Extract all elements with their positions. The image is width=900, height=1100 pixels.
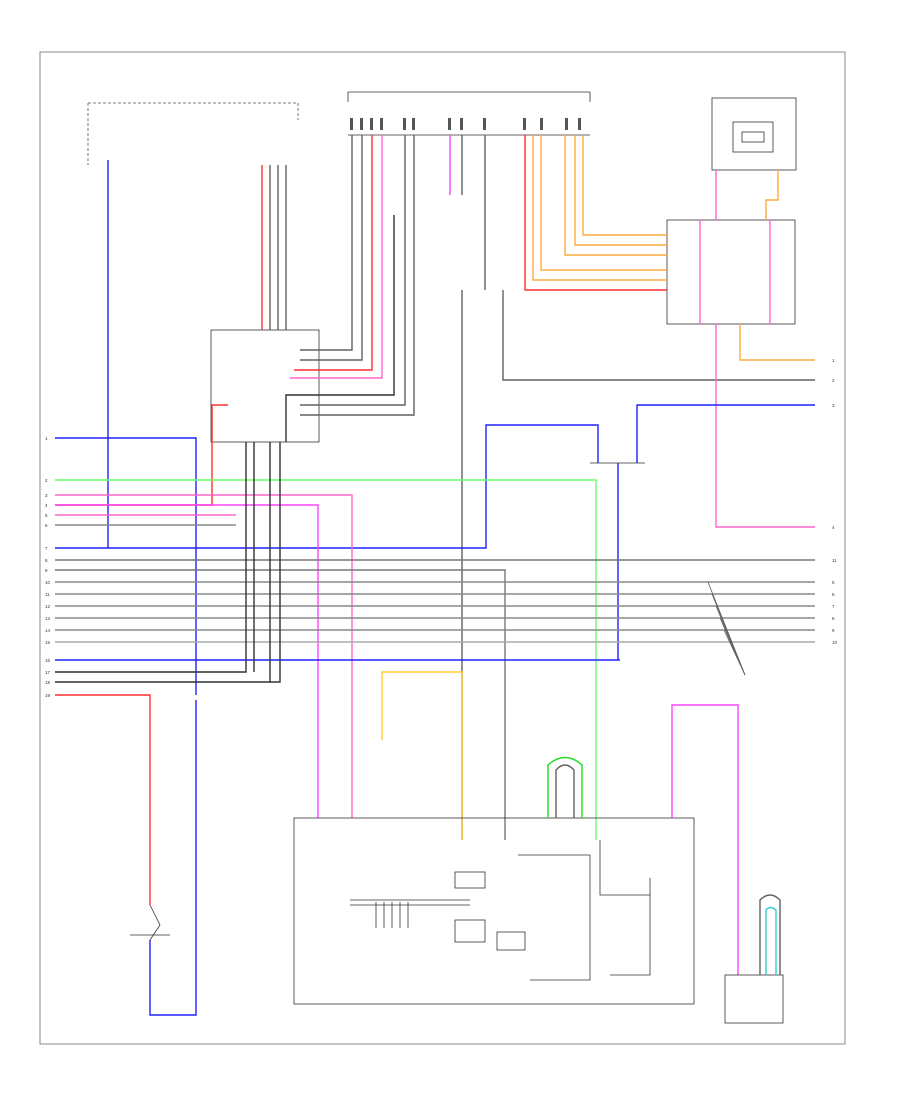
wire-black-1 [285,215,395,442]
diagram-frame [39,51,846,1045]
left-row-label: 12 [45,604,51,609]
diagonal-fan [707,581,746,676]
wire-magenta-row [55,504,319,818]
wire-red-left-bus [55,404,228,506]
wire-red-2 [294,135,373,371]
left-row-label: 16 [45,658,51,663]
left-row-label: 15 [45,640,51,645]
wire-orange-sensor [765,170,779,220]
left-row-label: 7 [45,546,48,551]
center-left-junction-box [210,329,320,443]
left-row-label: 2 [45,478,48,483]
left-row-label: 8 [45,558,48,563]
left-row-label: 1 [45,436,48,441]
bottom-right-component [724,894,784,1024]
wire-gray-4 [300,135,353,351]
left-row-label: 13 [45,616,51,621]
left-row-label: 3 [45,493,48,498]
green-loop-connector [547,756,583,818]
wire-blue-mid-loop [55,424,599,549]
right-row-label: 5 [832,580,835,585]
right-junction-box [666,219,796,325]
left-row-label: 17 [45,670,51,675]
top-center-connector [347,91,591,136]
right-row-label: 9 [832,628,835,633]
top-pin-marks [350,118,581,130]
left-row-labels: 1 2 3 4 5 6 7 8 9 10 11 12 13 14 15 16 1… [45,436,51,698]
right-row-label: 7 [832,604,835,609]
wire-gray-6 [300,135,406,406]
wire-red-right-1 [524,135,667,291]
left-row-label: 14 [45,628,51,633]
left-row-label: 11 [45,592,50,597]
right-row-label: 6 [832,592,835,597]
top-right-sensor [711,97,797,171]
wire-orange-right-5 [582,135,667,236]
wire-pink-row [55,494,353,818]
left-row-label: 6 [45,523,48,528]
wire-green-row [55,479,597,840]
wire-magenta-right [671,704,739,975]
right-row-label: 8 [832,616,835,621]
harness-left-block [87,102,299,165]
left-row-label: 18 [45,680,51,685]
left-row-label: 19 [45,693,51,698]
right-row-label: 10 [832,640,838,645]
wire-black-row-2 [55,442,281,683]
wire-orange-right-2 [540,135,667,271]
wire-blue-right-top [636,404,815,463]
wire-gray-row-3 [55,569,506,840]
right-row-label: 11 [832,558,837,563]
left-row-label: 9 [45,568,48,573]
right-row-label: 1 [832,358,835,363]
left-row-label: 5 [45,513,48,518]
right-row-label: 4 [832,525,835,530]
right-row-labels: 1 2 3 4 5 6 7 8 9 10 11 [832,358,838,645]
left-bottom-switch [130,700,197,1016]
left-row-label: 10 [45,580,51,585]
wire-blue-row-1 [55,437,197,695]
wire-red-bottom-row [55,694,151,905]
wire-pink-right-down [715,324,815,528]
left-row-label: 4 [45,503,48,508]
wire-gray-7 [300,135,415,416]
wire-gray-5 [300,135,363,361]
wire-yellow [381,671,463,840]
wire-orange-right-out [739,324,815,361]
wire-gray-center-4 [502,290,815,381]
wire-black-row [55,442,247,673]
wire-orange-right-3 [564,135,667,256]
right-row-label: 2 [832,378,835,383]
right-row-label: 3 [832,403,835,408]
main-module [293,817,695,1005]
wire-pink-1 [290,135,383,379]
wire-orange-right-4 [574,135,667,246]
main-module-internals [350,840,651,981]
wire-orange-right-1 [532,135,667,281]
